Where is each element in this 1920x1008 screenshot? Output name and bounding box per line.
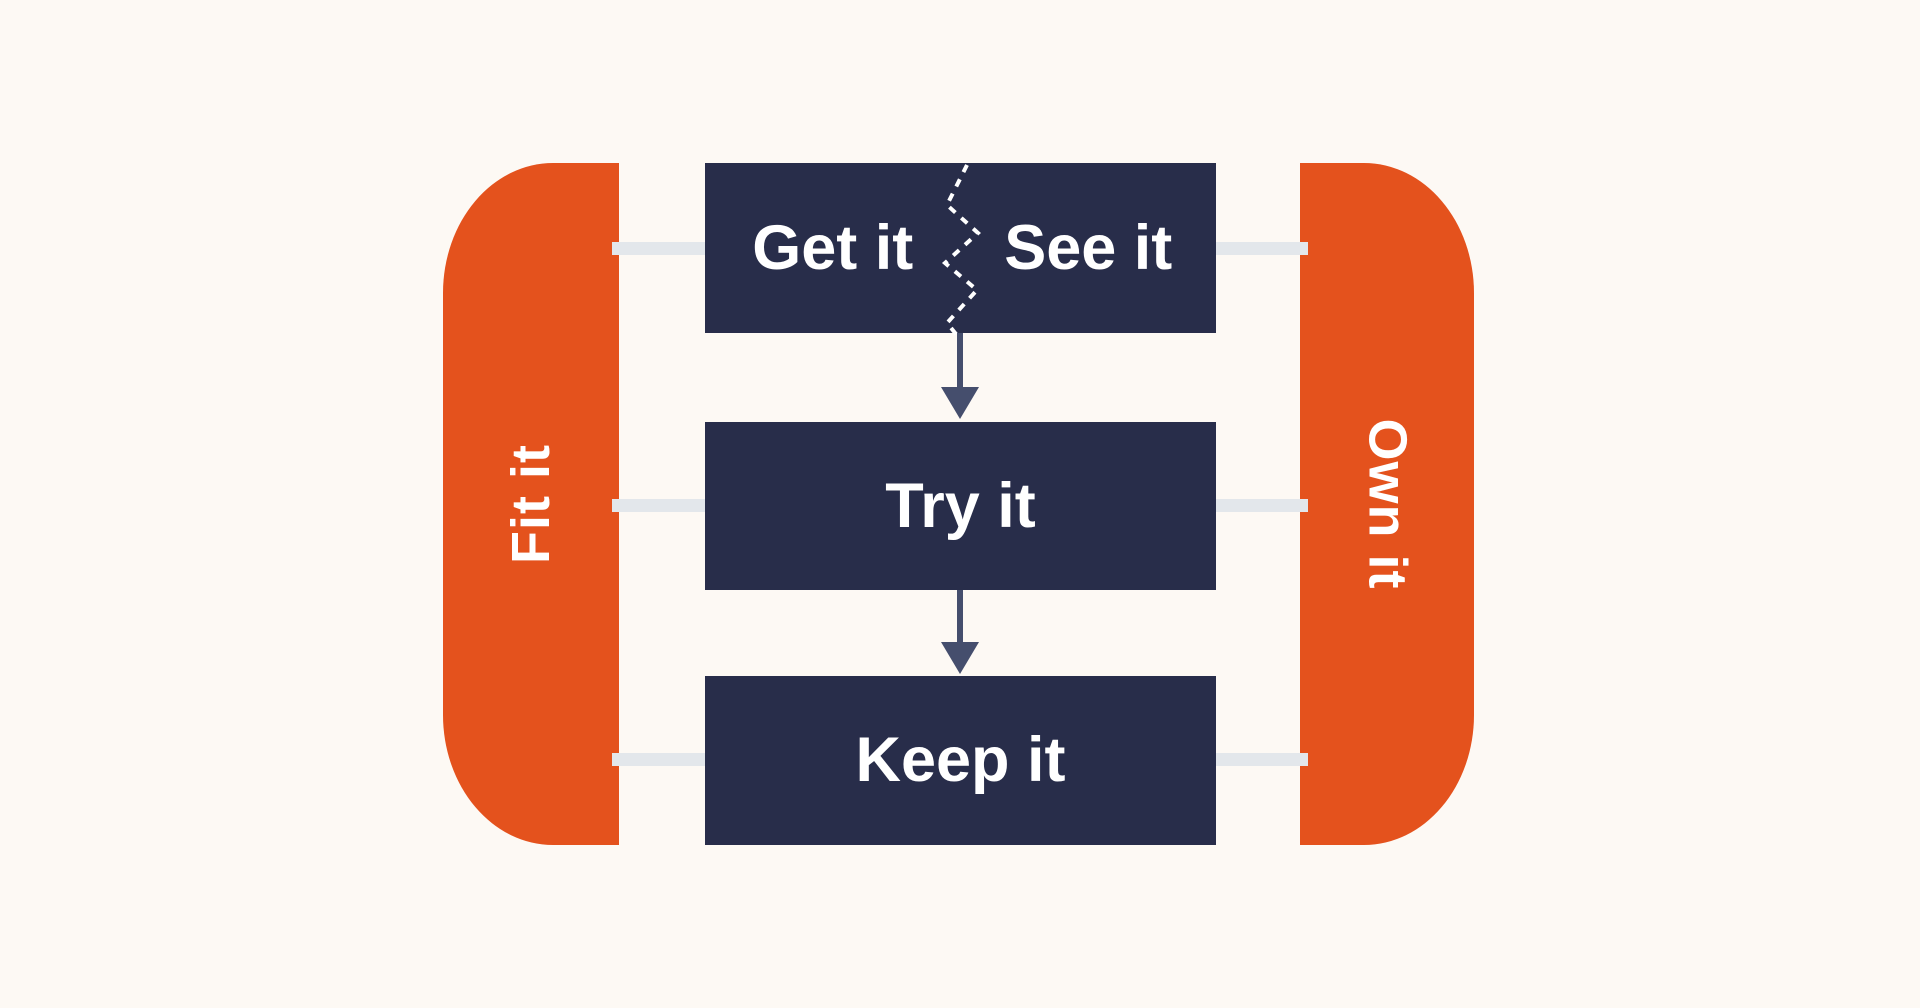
- right-capsule: Own it: [1300, 163, 1474, 845]
- connector-line: [612, 242, 708, 255]
- box-label-see-it: See it: [1004, 212, 1173, 283]
- box-label-keep-it: Keep it: [855, 725, 1066, 795]
- arrow-down-icon: [941, 333, 979, 419]
- connector-line: [1212, 499, 1308, 512]
- box-label-get-it: Get it: [752, 212, 914, 283]
- flow-box-try: Try it: [705, 422, 1216, 590]
- flow-box-keep: Keep it: [705, 676, 1216, 845]
- box-label-try-it: Try it: [885, 470, 1036, 541]
- flow-box-get-see: Get it See it: [705, 163, 1216, 333]
- right-capsule-label: Own it: [1356, 418, 1417, 590]
- connector-line: [1212, 753, 1308, 766]
- arrow-down-icon: [941, 590, 979, 674]
- connector-line: [1212, 242, 1308, 255]
- zigzag-tear-icon: [941, 164, 981, 341]
- left-capsule: Fit it: [443, 163, 619, 845]
- connector-line: [612, 753, 708, 766]
- connector-line: [612, 499, 708, 512]
- left-capsule-label: Fit it: [501, 444, 561, 564]
